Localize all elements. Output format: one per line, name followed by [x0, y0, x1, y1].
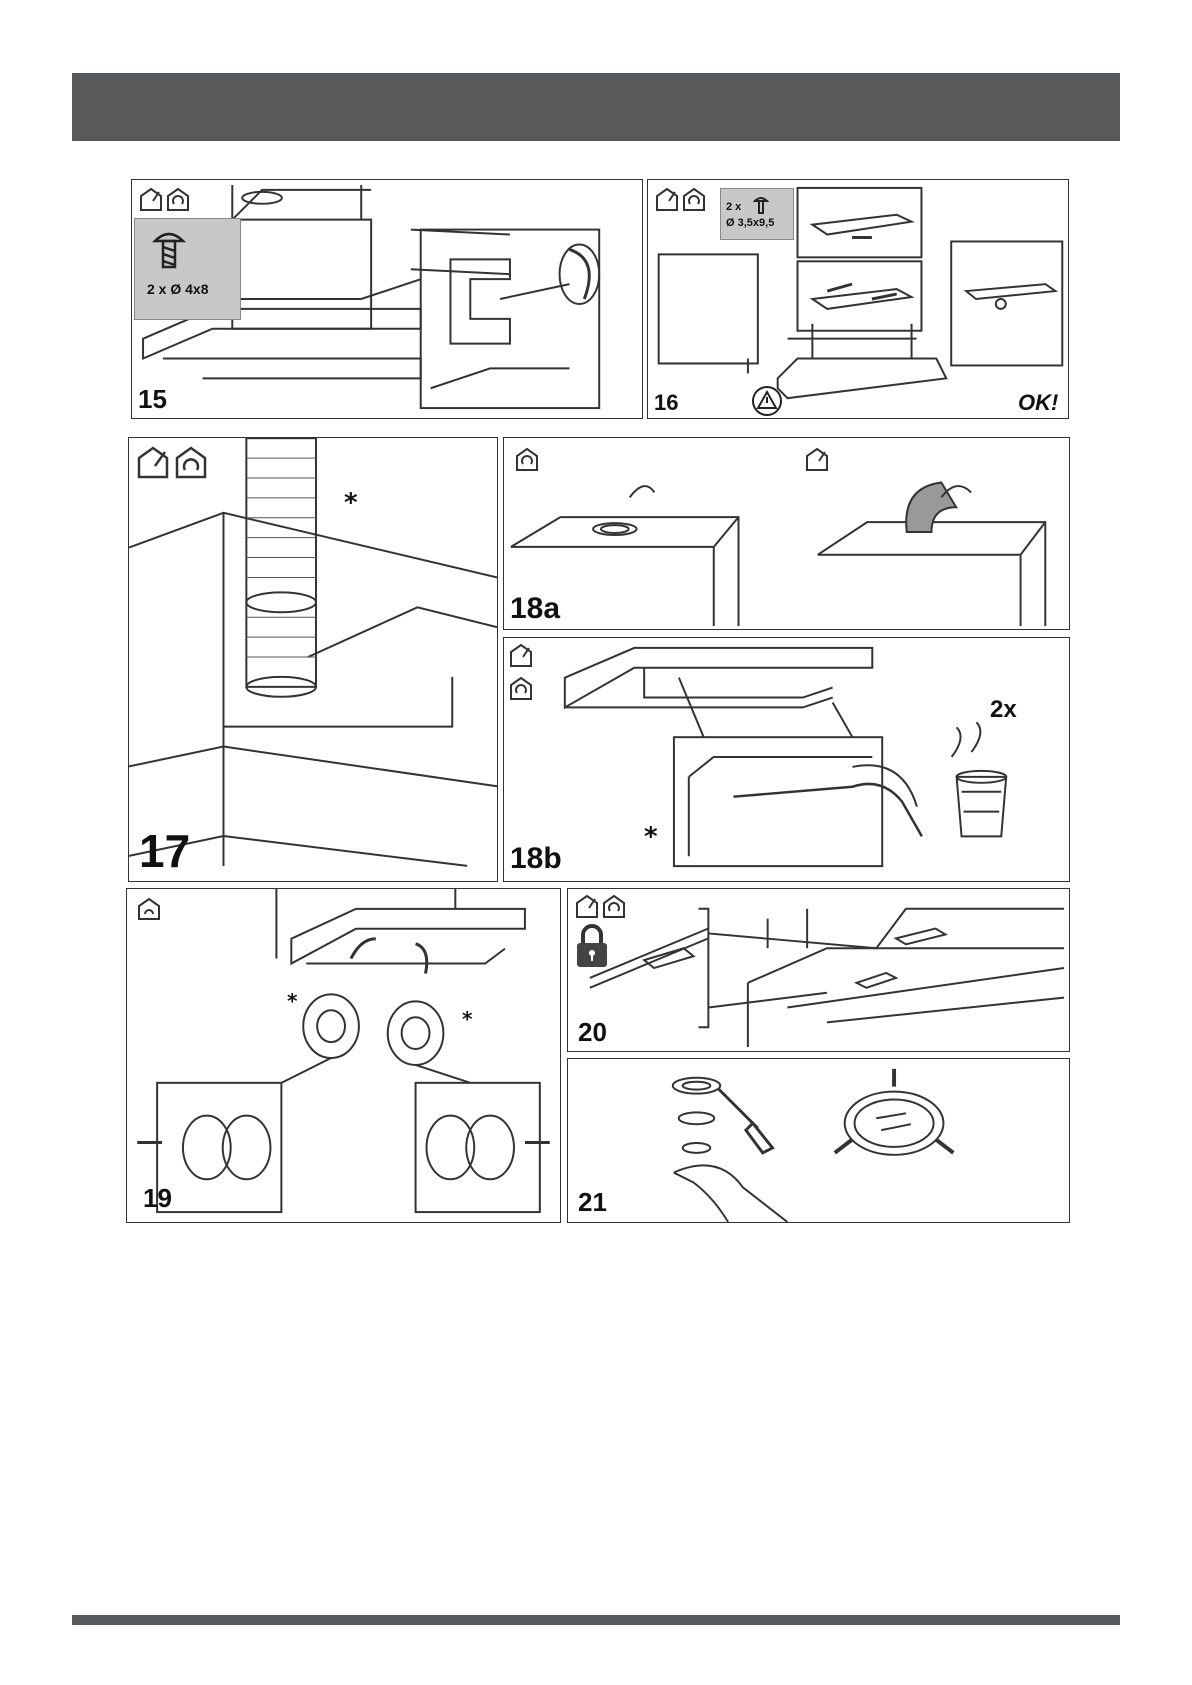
- screw-qty-label: 2 x: [726, 201, 741, 213]
- hood-outlet-illustration: [504, 438, 1069, 629]
- extraction-house-icon: [139, 448, 167, 477]
- filter-lock-illustration: [568, 889, 1069, 1051]
- extraction-house-icon: [807, 449, 827, 470]
- panel-step-17: * 17: [128, 437, 498, 882]
- panel-step-19: * * 19: [126, 888, 561, 1223]
- step-number: 16: [654, 392, 678, 414]
- optional-accessory-star-left: *: [287, 989, 297, 1013]
- optional-accessory-star: *: [644, 822, 658, 852]
- recirculation-house-icon: [604, 896, 624, 917]
- repeat-count-label: 2x: [990, 696, 1017, 724]
- mode-icons: [138, 186, 194, 217]
- panel-step-18a: 18a: [503, 437, 1070, 630]
- screw-icon: [753, 195, 769, 215]
- extraction-house-icon: [577, 896, 597, 917]
- footer-bar: [72, 1615, 1120, 1625]
- screw-spec-label: 2 x Ø 4x8: [147, 281, 209, 297]
- mode-icons: [654, 186, 710, 217]
- step-number: 20: [578, 1019, 607, 1045]
- warning-icon: [750, 386, 784, 416]
- ok-label: OK!: [1018, 390, 1058, 416]
- screw-spec-box: 2 x Ø 3,5x9,5: [720, 188, 794, 240]
- panel-step-20: 20: [567, 888, 1070, 1052]
- duct-installation-illustration: [129, 438, 497, 881]
- step-number: 21: [578, 1189, 607, 1215]
- step-number: 18a: [510, 594, 560, 624]
- panel-step-18b: 2x * 18b: [503, 637, 1070, 882]
- screw-spec-box: 2 x Ø 4x8: [134, 218, 241, 320]
- extraction-house-icon: [141, 189, 161, 210]
- recirculation-house-icon: [684, 189, 704, 210]
- step-number: 15: [138, 386, 167, 412]
- padlock-icon: [574, 923, 610, 969]
- recirculation-house-icon: [177, 448, 205, 477]
- recirculation-house-icon: [517, 449, 537, 470]
- step-number: 17: [139, 828, 190, 874]
- step-number: 19: [143, 1185, 172, 1211]
- screw-size-label: Ø 3,5x9,5: [726, 217, 774, 229]
- mode-icons: [508, 642, 534, 707]
- optional-accessory-star-right: *: [462, 1007, 472, 1031]
- mode-icons-left: [514, 446, 540, 477]
- screw-icon: [149, 227, 189, 272]
- extraction-house-icon: [511, 645, 531, 666]
- grease-filter-removal-illustration: [504, 638, 1069, 881]
- mode-icons-right: [804, 446, 830, 477]
- header-bar: [72, 73, 1120, 141]
- mode-icons: [137, 897, 161, 926]
- mode-icons: [135, 444, 215, 485]
- optional-accessory-star: *: [344, 488, 358, 518]
- extraction-house-icon: [657, 189, 677, 210]
- recirculation-house-icon: [168, 189, 188, 210]
- panel-step-16: 2 x Ø 3,5x9,5 16 OK!: [647, 179, 1069, 419]
- hood-bracket-illustration: [648, 180, 1068, 418]
- panel-step-15: 2 x Ø 4x8 15: [131, 179, 643, 419]
- recirculation-house-icon: [139, 899, 159, 919]
- step-number: 18b: [510, 844, 562, 874]
- panel-step-21: 21: [567, 1058, 1070, 1223]
- recirculation-house-icon: [511, 678, 531, 699]
- mode-icons: [574, 893, 630, 924]
- light-bulb-replacement-illustration: [568, 1059, 1069, 1222]
- carbon-filter-illustration: [127, 889, 560, 1222]
